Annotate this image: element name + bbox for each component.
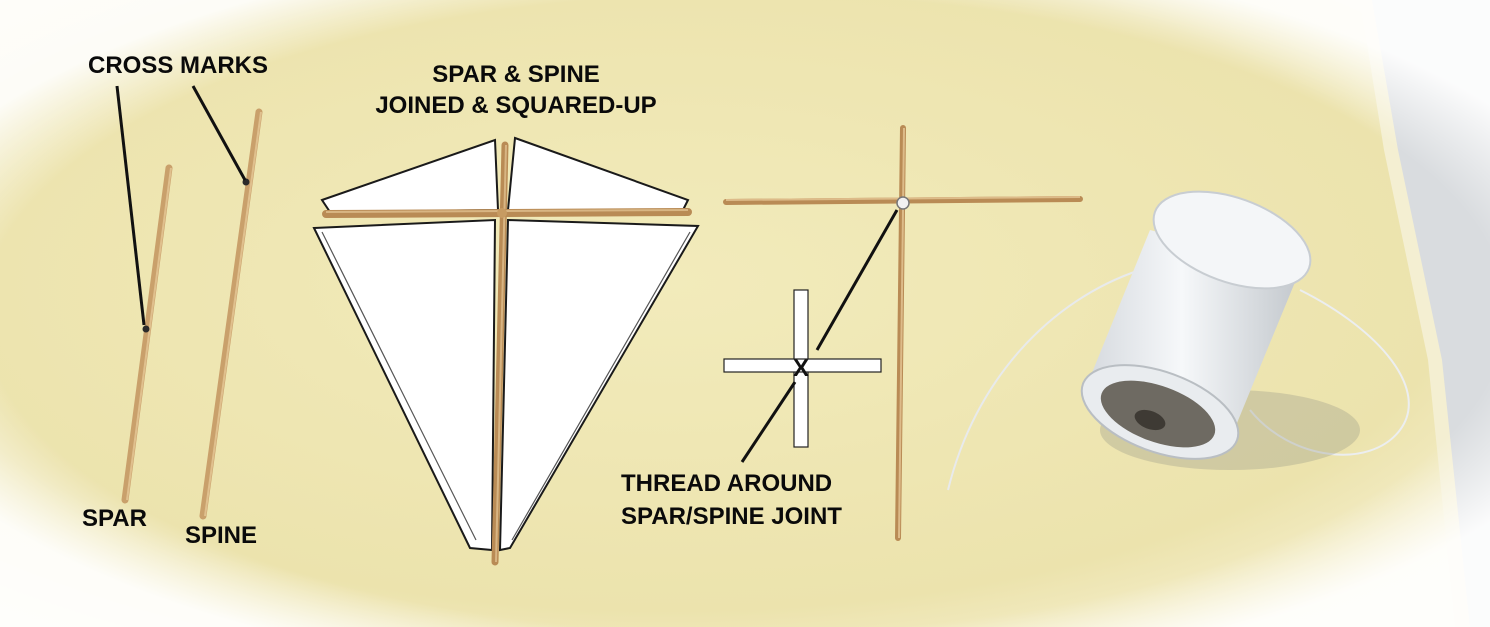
spar-cross-mark [142,325,150,333]
label-cross-marks: CROSS MARKS [88,52,269,79]
label-joined-line1: SPAR & SPINE [432,61,600,88]
thread-wrap [896,196,910,210]
label-spine: SPINE [185,522,258,549]
cross-diagram [723,289,882,448]
label-joined-line2: JOINED & SQUARED-UP [375,92,657,119]
pointer-line-thread-upper [815,209,899,351]
label-thread-line1: THREAD AROUND [621,470,833,497]
pointer-line-spar [115,85,146,326]
label-spar: SPAR [82,505,147,532]
kite-sail [312,136,700,566]
pointer-line-thread-lower [740,381,797,463]
bamboo-spar [121,164,173,504]
joined-frame [723,125,1083,541]
thread-spool [947,190,1410,491]
label-thread-line2: SPAR/SPINE JOINT [621,503,842,530]
diagram-x-mark: X [793,355,809,382]
pointer-line-spine [191,85,247,181]
